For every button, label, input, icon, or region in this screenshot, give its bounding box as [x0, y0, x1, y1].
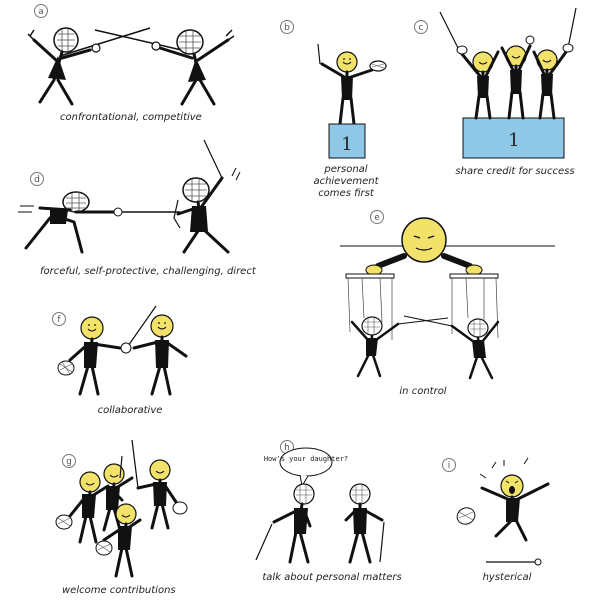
panel-f-badge: f: [52, 312, 66, 326]
panel-e-caption: in control: [399, 386, 447, 397]
panel-b-podium-number: 1: [341, 134, 352, 155]
panel-b-badge: b: [280, 20, 294, 34]
panel-h-caption: talk about personal matters: [262, 572, 402, 583]
panel-g-caption: welcome contributions: [62, 585, 176, 596]
panel-c-caption: share credit for success: [455, 166, 575, 177]
panel-i-badge: i: [442, 458, 456, 472]
panel-c-podium-number: 1: [508, 130, 519, 151]
panel-i-caption: hysterical: [482, 572, 532, 583]
panel-h-speech-text: How's your daughter?: [264, 455, 348, 463]
panel-d-badge: d: [30, 172, 44, 186]
panel-g-badge: g: [62, 454, 76, 468]
panel-d-caption: forceful, self-protective, challenging, …: [40, 266, 256, 277]
panel-a-caption: confrontational, competitive: [60, 112, 202, 123]
panel-f-caption: collaborative: [97, 405, 163, 416]
panel-c-badge: c: [414, 20, 428, 34]
panel-e-badge: e: [370, 210, 384, 224]
panel-b-caption: personal achievement comes first: [313, 164, 379, 199]
panel-a-badge: a: [34, 4, 48, 18]
